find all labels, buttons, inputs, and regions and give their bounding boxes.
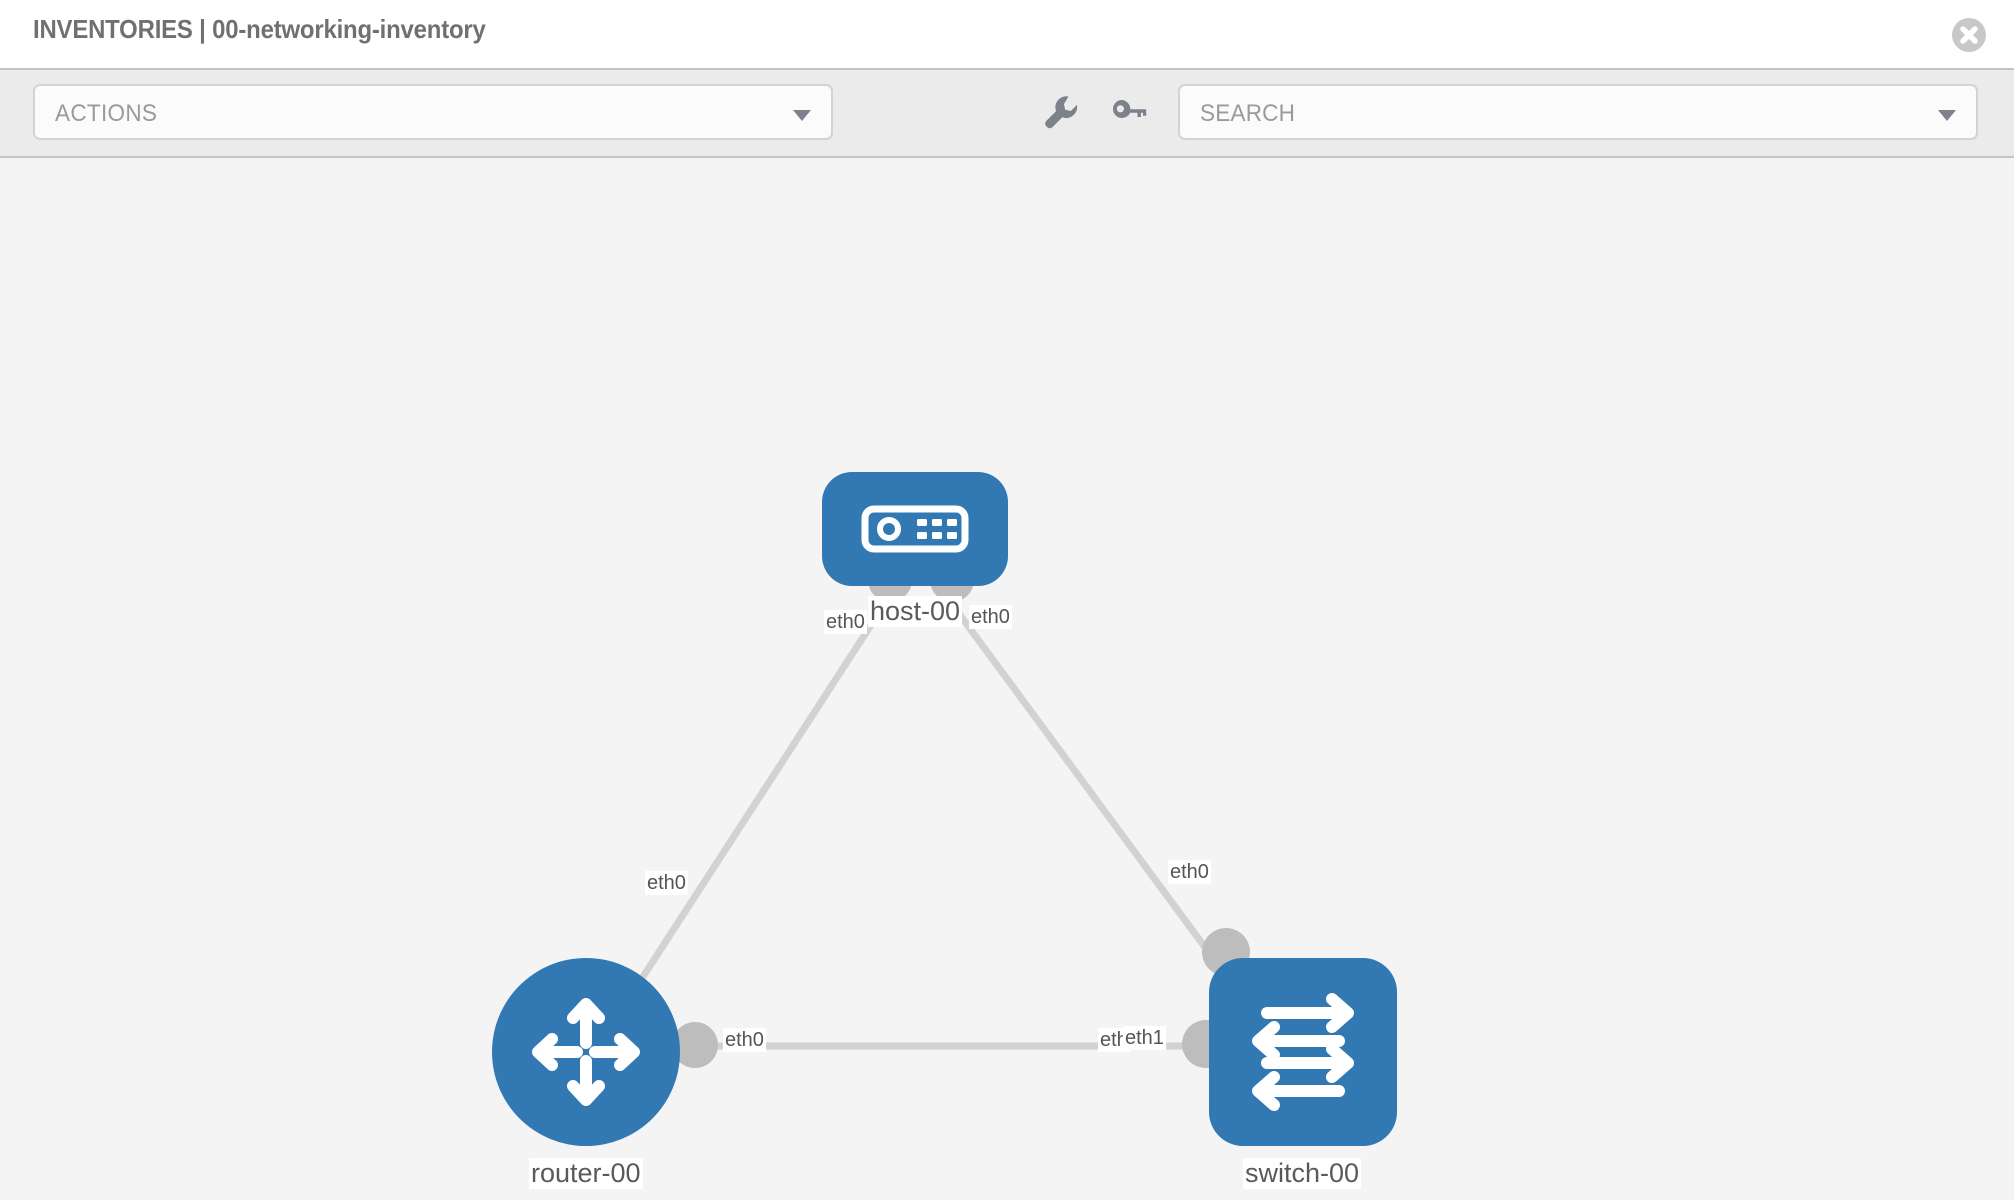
actions-dropdown-label: ACTIONS [55, 100, 158, 127]
actions-dropdown[interactable]: ACTIONS [33, 84, 833, 140]
topology-links [596, 584, 1239, 1050]
page-header: INVENTORIES | 00-networking-inventory [0, 0, 2014, 68]
search-placeholder: SEARCH [1200, 100, 1296, 127]
iface-label-host-left: eth0 [824, 610, 867, 634]
node-router-00-shape[interactable] [492, 958, 680, 1146]
topology-canvas[interactable]: eth0 eth0 host-00 [0, 158, 2014, 1200]
node-label-switch-00: switch-00 [1243, 1158, 1362, 1190]
search-input[interactable]: SEARCH [1178, 84, 1978, 140]
node-host-00-shape[interactable] [822, 472, 1008, 586]
wrench-icon[interactable] [1038, 90, 1082, 134]
chevron-down-icon[interactable] [1938, 110, 1956, 121]
node-switch-00-shape[interactable] [1209, 958, 1397, 1146]
iface-label-switch-upper: eth0 [1168, 860, 1211, 884]
iface-label-host-right: eth0 [969, 605, 1012, 629]
link-host-router [596, 584, 899, 1047]
chevron-down-icon [793, 110, 811, 121]
server-icon [861, 505, 969, 553]
node-label-host-00: host-00 [868, 596, 963, 628]
router-arrows-icon [532, 998, 640, 1106]
iface-label-router-upper: eth0 [645, 871, 688, 895]
key-icon[interactable] [1106, 90, 1150, 134]
switch-arrows-icon [1252, 993, 1354, 1111]
link-host-switch [936, 584, 1239, 992]
iface-label-switch-left: eth1 [1123, 1026, 1166, 1050]
toolbar: ACTIONS SEARCH [0, 68, 2014, 158]
iface-label-router-right: eth0 [723, 1028, 766, 1052]
page-title: INVENTORIES | 00-networking-inventory [33, 14, 486, 44]
close-icon[interactable] [1952, 18, 1986, 52]
node-label-router-00: router-00 [529, 1158, 643, 1190]
